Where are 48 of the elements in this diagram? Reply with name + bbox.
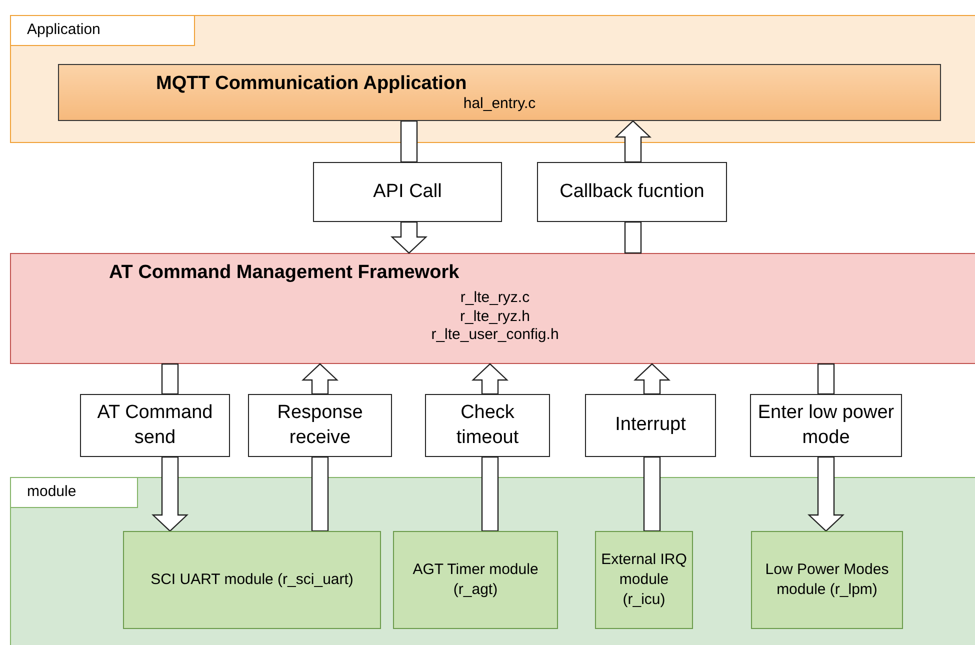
module-label: External IRQ module (r_icu) [600,550,688,610]
box-label: Check timeout [455,400,520,450]
file-name: r_lte_user_config.h [430,326,560,343]
box-label: API Call [372,180,443,204]
module-box [123,531,381,629]
framework-band [10,253,975,364]
file-name: r_lte_ryz.h [458,308,532,324]
layer-band [10,15,975,143]
label-box [585,394,716,457]
block-arrow [301,363,339,395]
block-arrow [471,363,509,395]
box-label: Callback fucntion [558,180,706,204]
label-box [248,394,392,457]
label-box [80,394,230,457]
block-arrow [390,221,428,254]
block-arrow [807,456,845,532]
module-box [393,531,558,629]
label-box [750,394,902,457]
block-arrow [151,456,189,532]
connector-shaft [624,221,642,254]
box-label: Enter low power mode [756,400,896,450]
box-label: Interrupt [614,413,687,438]
box-title: MQTT Communication Application [156,73,467,95]
application-box [58,64,941,121]
connector-shaft [481,456,499,532]
module-label: SCI UART module (r_sci_uart) [150,570,354,590]
box-label: Response receive [276,400,364,450]
module-label: AGT Timer module (r_agt) [412,560,540,600]
label-box [313,162,502,222]
box-label: AT Command send [96,400,214,450]
module-box [751,531,903,629]
module-label: Low Power Modes module (r_lpm) [764,560,890,600]
label-box [537,162,727,222]
file-name: hal_entry.c [462,95,537,112]
connector-shaft [161,363,179,395]
block-arrow [614,120,652,163]
layer-label: module [10,477,138,508]
layer-band [10,477,975,645]
label-box [425,394,550,457]
layer-label: Application [10,15,195,46]
block-arrow [633,363,671,395]
connector-shaft [311,456,329,532]
connector-shaft [643,456,661,532]
connector-shaft [817,363,835,395]
connector-shaft [400,120,418,163]
box-title: AT Command Management Framework [109,262,460,284]
file-name: r_lte_ryz.c [459,289,531,306]
module-box [595,531,693,629]
